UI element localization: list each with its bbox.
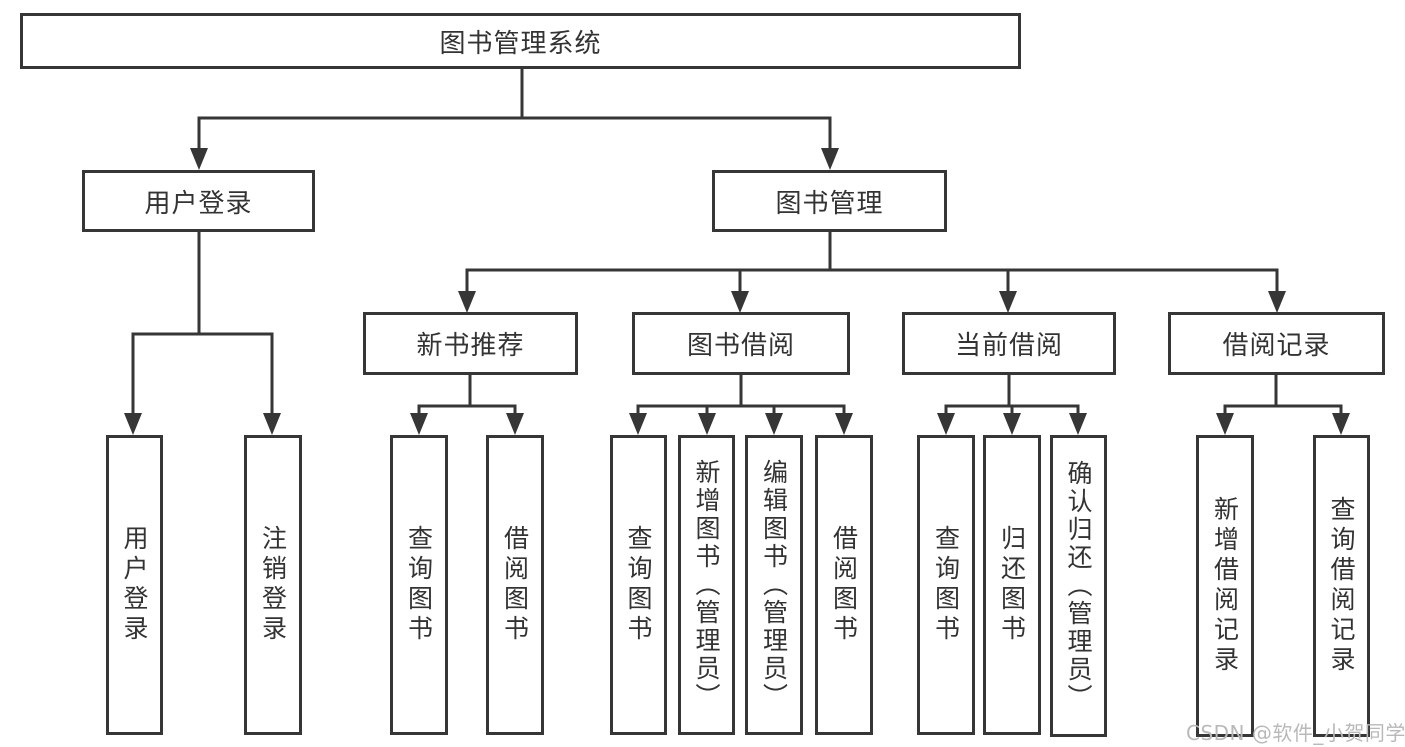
node-user-login: 用户登录: [82, 170, 315, 232]
node-label: 用户登录: [144, 188, 253, 219]
leaf-confirm-return-admin: 确认归还（管理员）: [1050, 435, 1107, 737]
node-label: 新增借阅记录: [1210, 496, 1240, 676]
node-label: 图书管理系统: [439, 28, 602, 59]
node-book-management: 图书管理: [712, 170, 947, 232]
node-label: 确认归还（管理员）: [1064, 460, 1093, 712]
leaf-return-books: 归还图书: [983, 435, 1041, 735]
node-library-management-system: 图书管理系统: [20, 13, 1021, 69]
node-label: 查询图书: [404, 525, 434, 645]
leaf-query-borrowing-record: 查询借阅记录: [1313, 435, 1370, 737]
leaf-edit-book-admin: 编辑图书（管理员）: [745, 435, 803, 735]
node-label: 编辑图书（管理员）: [759, 459, 789, 711]
leaf-add-book-admin: 新增图书（管理员）: [678, 435, 735, 735]
node-label: 借阅图书: [500, 525, 530, 645]
node-label: 注销登录: [258, 525, 288, 645]
node-label: 新增图书（管理员）: [692, 459, 721, 711]
node-label: 图书管理: [775, 188, 884, 219]
leaf-borrow-books-recommend: 借阅图书: [486, 435, 544, 735]
node-borrowing-records: 借阅记录: [1168, 312, 1385, 375]
node-label: 查询借阅记录: [1327, 496, 1356, 676]
node-label: 归还图书: [997, 525, 1027, 645]
node-label: 用户登录: [120, 525, 149, 645]
node-label: 查询图书: [624, 525, 653, 645]
leaf-user-login: 用户登录: [106, 435, 163, 735]
node-label: 查询图书: [931, 525, 961, 645]
leaf-query-books-borrow: 查询图书: [610, 435, 667, 735]
node-label: 借阅记录: [1222, 331, 1331, 361]
leaf-logout: 注销登录: [244, 435, 302, 735]
node-label: 当前借阅: [954, 331, 1063, 361]
node-label: 新书推荐: [416, 331, 525, 361]
node-label: 图书借阅: [686, 331, 795, 361]
leaf-query-books-recommend: 查询图书: [390, 435, 448, 735]
leaf-borrow-books: 借阅图书: [815, 435, 873, 735]
node-current-borrowing: 当前借阅: [902, 312, 1116, 375]
node-label: 借阅图书: [829, 525, 859, 645]
leaf-query-books-current: 查询图书: [917, 435, 975, 735]
node-new-book-recommendation: 新书推荐: [363, 312, 578, 375]
leaf-add-borrowing-record: 新增借阅记录: [1196, 435, 1254, 737]
watermark: CSDN @软件_小贺同学: [1186, 721, 1405, 745]
node-book-borrowing: 图书借阅: [632, 312, 850, 375]
